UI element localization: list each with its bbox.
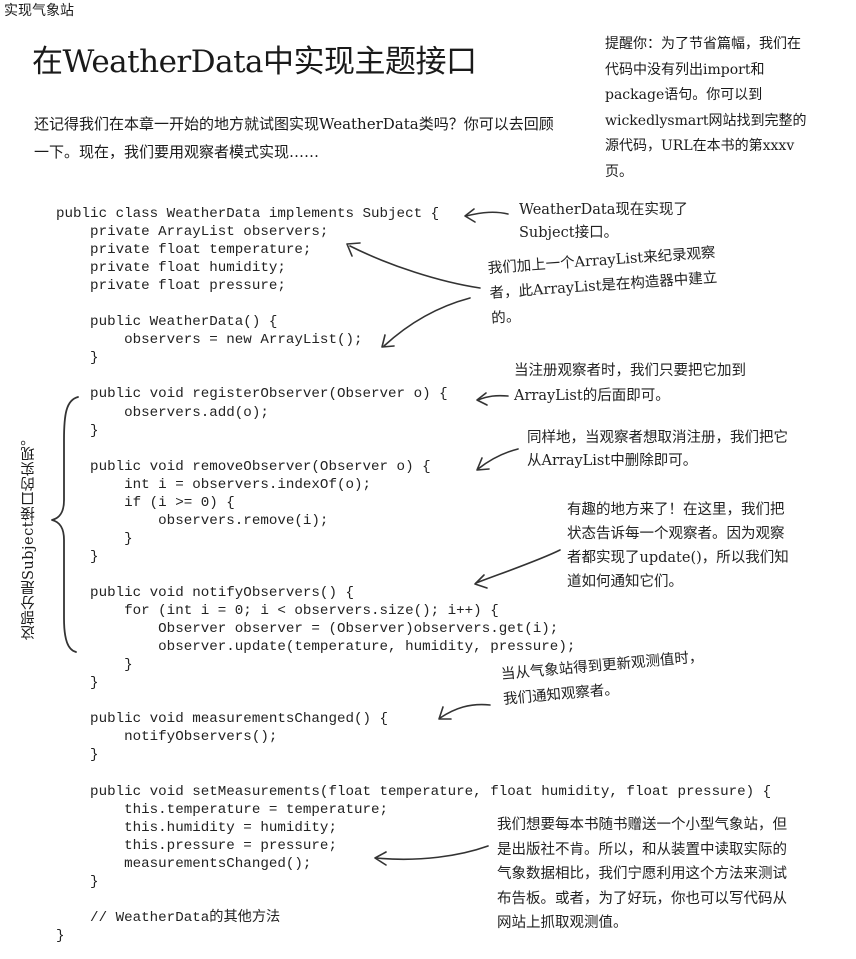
annotation-remove: 同样地，当观察者想取消注册，我们把它从ArrayList中删除即可。: [527, 430, 788, 469]
arrow-arraylist-field: [349, 245, 481, 289]
arrow-arraylist-constructor: [383, 297, 471, 347]
intro-paragraph: 还记得我们在本章一开始的地方就试图实现WeatherData类吗？你可以去回顾一…: [34, 115, 554, 161]
code-line: observers = new ArrayList();: [56, 332, 363, 349]
code-line: int i = observers.indexOf(o);: [56, 476, 372, 493]
code-line: for (int i = 0; i < observers.size(); i+…: [56, 603, 499, 620]
code-line: }: [56, 675, 99, 692]
arrow-measurements-changed: [439, 703, 491, 719]
arrow-notify: [475, 549, 561, 584]
code-line: }: [56, 548, 99, 565]
code-line: observers.add(o);: [56, 404, 269, 421]
page-title: 在WeatherData中实现主题接口: [32, 44, 477, 80]
arrow-set-measurements: [375, 845, 489, 861]
code-line: public void measurementsChanged() {: [56, 711, 389, 728]
code-line: this.humidity = humidity;: [56, 819, 337, 836]
code-line: }: [56, 873, 99, 890]
subject-brace: [51, 396, 79, 653]
annotation-register: 当注册观察者时，我们只要把它加到ArrayList的后面即可。: [514, 363, 746, 404]
code-line: this.pressure = pressure;: [56, 837, 337, 854]
arrow-remove: [477, 448, 519, 470]
code-line: this.temperature = temperature;: [56, 801, 389, 818]
code-line: }: [56, 530, 133, 547]
code-line: }: [56, 747, 99, 764]
code-line: }: [56, 927, 65, 944]
code-line: }: [56, 657, 133, 674]
code-line: private ArrayList observers;: [56, 224, 329, 241]
code-line: public void setMeasurements(float temper…: [56, 783, 772, 800]
code-line: }: [56, 422, 99, 439]
code-line: private float temperature;: [56, 242, 312, 259]
arrow-register: [477, 394, 509, 401]
code-line: // WeatherData的其他方法: [56, 909, 281, 926]
code-line: private float humidity;: [56, 260, 286, 277]
code-line: if (i >= 0) {: [56, 494, 235, 511]
reminder-note: 提醒你：为了节省篇幅，我们在代码中没有列出import和package语句。你可…: [605, 36, 807, 180]
arrow-implements: [465, 211, 509, 217]
code-line: public void registerObserver(Observer o)…: [56, 386, 448, 403]
code-line: public void removeObserver(Observer o) {: [56, 458, 431, 475]
section-label: 实现气象站: [4, 3, 74, 19]
code-line: observers.remove(i);: [56, 512, 329, 529]
code-line: measurementsChanged();: [56, 855, 312, 872]
code-line: observer.update(temperature, humidity, p…: [56, 639, 576, 656]
code-line: public void notifyObservers() {: [56, 584, 354, 601]
annotation-implements-subject: WeatherData现在实现了Subject接口。: [519, 202, 688, 241]
code-line: }: [56, 350, 99, 367]
code-line: public WeatherData() {: [56, 314, 278, 331]
code-line: Observer observer = (Observer)observers.…: [56, 621, 559, 638]
code-line: private float pressure;: [56, 278, 286, 295]
code-line: notifyObservers();: [56, 729, 278, 746]
code-line: public class WeatherData implements Subj…: [56, 206, 440, 222]
annotation-set-measurements: 我们想要每本书随书赠送一个小型气象站，但是出版社不肯。所以，和从装置中读取实际的…: [497, 817, 787, 931]
annotation-notify: 有趣的地方来了！在这里，我们把状态告诉每一个观察者。因为观察者都实现了updat…: [567, 502, 789, 590]
code-listing: public class WeatherData implements Subj…: [56, 205, 771, 945]
